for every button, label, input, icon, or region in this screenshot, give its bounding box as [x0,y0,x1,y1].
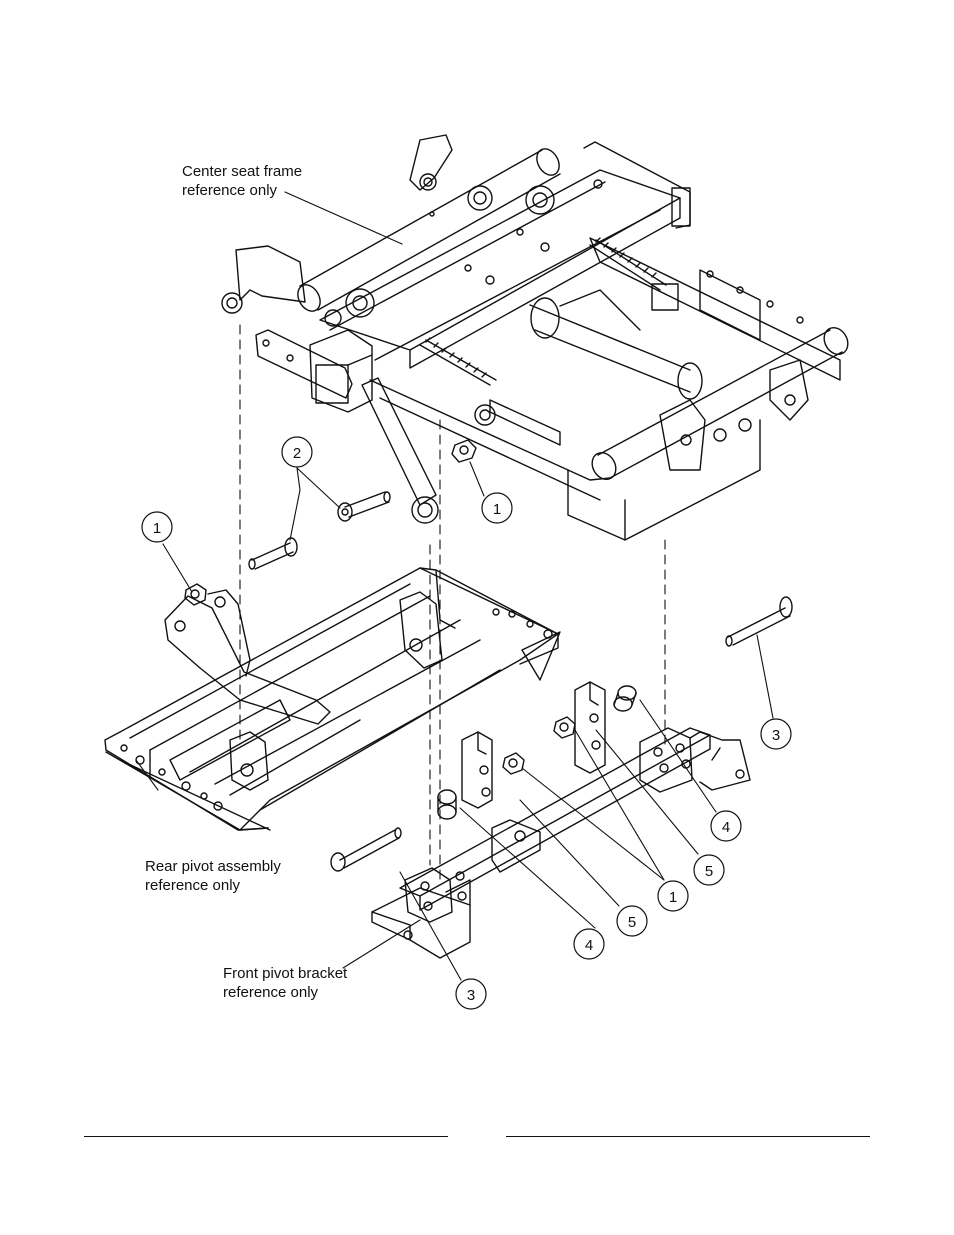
svg-text:1: 1 [669,889,677,906]
rear-pivot-assembly [104,567,561,831]
rear-pivot-line1: Rear pivot assembly [145,858,281,875]
callout-4-lower: 4 [573,928,605,960]
center-seat-frame-line1: Center seat frame [182,163,303,180]
footer-rule-right [506,1136,870,1137]
front-pivot-line2: reference only [223,984,319,1001]
center-seat-frame [221,134,849,541]
callout-1-right: 1 [657,880,689,912]
svg-text:5: 5 [705,863,713,880]
rear-pivot-label: Rear pivot assembly reference only [145,857,281,895]
svg-text:1: 1 [493,501,501,518]
front-pivot-label: Front pivot bracket reference only [223,964,347,1002]
alignment-lines [239,324,666,881]
callouts: 1 2 1 3 4 5 1 5 [141,436,792,1010]
center-seat-frame-label: Center seat frame reference only [182,162,302,200]
svg-text:4: 4 [585,937,593,954]
callout-1-middle: 1 [481,492,513,524]
callout-5-lower: 5 [616,905,648,937]
svg-text:5: 5 [628,914,636,931]
callout-3-right: 3 [760,718,792,750]
rear-pivot-line2: reference only [145,877,241,894]
center-seat-frame-line2: reference only [182,182,278,199]
svg-text:4: 4 [722,819,730,836]
svg-text:1: 1 [153,520,161,537]
fasteners [184,439,793,872]
callout-4-right: 4 [710,810,742,842]
leader-lines [135,191,774,981]
callout-3-lower: 3 [455,978,487,1010]
footer-rule-left [84,1136,448,1137]
svg-text:2: 2 [293,445,301,462]
callout-5-right: 5 [693,854,725,886]
front-pivot-bracket [371,727,751,959]
callout-1-left: 1 [141,511,173,543]
svg-text:3: 3 [772,727,780,744]
callout-2: 2 [281,436,313,468]
svg-text:3: 3 [467,987,475,1004]
front-pivot-line1: Front pivot bracket [223,965,348,982]
